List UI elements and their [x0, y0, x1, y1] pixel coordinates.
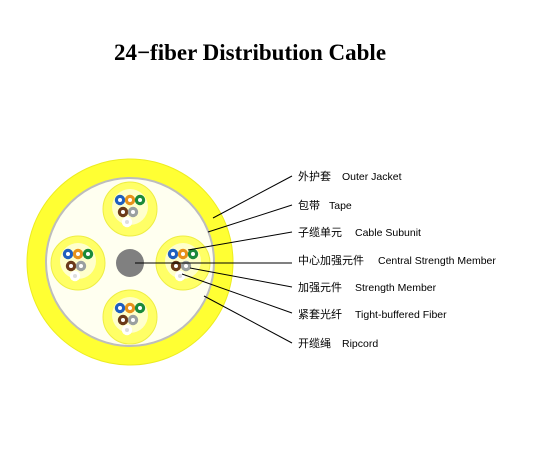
leader-line-tape: [207, 204, 293, 233]
label-en-outer-jacket: Outer Jacket: [342, 171, 402, 183]
label-cn-outer-jacket: 外护套: [298, 169, 331, 183]
fiber-core: [118, 306, 122, 310]
fiber-core: [86, 252, 90, 256]
fiber-core: [181, 252, 185, 256]
label-cn-ripcord: 开缆绳: [298, 336, 331, 350]
label-group-outer-jacket: 外护套 Outer Jacket: [298, 169, 402, 183]
fiber-core: [191, 252, 195, 256]
leader-line-ripcord: [203, 295, 293, 344]
fiber-core: [121, 318, 125, 322]
label-cn-tight-buffered-fiber: 紧套光纤: [298, 307, 342, 321]
label-en-strength-member: Strength Member: [355, 282, 437, 294]
fiber-core: [171, 252, 175, 256]
leader-line-outer-jacket: [212, 175, 293, 219]
leader-line-tight-buffered-fiber: [181, 273, 293, 314]
fiber-core: [76, 252, 80, 256]
fiber-core: [121, 210, 125, 214]
fiber-core: [174, 264, 178, 268]
fiber-core: [184, 264, 188, 268]
fiber-core: [66, 252, 70, 256]
label-en-ripcord: Ripcord: [342, 338, 378, 350]
label-cn-cable-subunit: 子缆单元: [298, 226, 342, 239]
fiber-core: [73, 274, 77, 278]
fiber-core: [178, 274, 182, 278]
leader-lines: [135, 175, 293, 344]
leader-line-cable-subunit: [187, 231, 293, 251]
fiber-core: [128, 306, 132, 310]
fiber-core: [128, 198, 132, 202]
diagram-title: 24−fiber Distribution Cable: [113, 40, 387, 65]
fiber-core: [138, 198, 142, 202]
label-cn-strength-member: 加强元件: [298, 281, 342, 294]
label-group-tape: 包带 Tape: [298, 199, 352, 212]
central-strength-member: [116, 249, 144, 277]
label-cn-tape: 包带: [298, 199, 320, 212]
label-en-tape: Tape: [329, 200, 352, 212]
label-group-strength-member: 加强元件 Strength Member: [298, 281, 437, 294]
label-en-tight-buffered-fiber: Tight-buffered Fiber: [355, 309, 447, 321]
fiber-core: [125, 220, 129, 224]
label-cn-central-strength-member: 中心加强元件: [298, 254, 364, 267]
fiber-core: [79, 264, 83, 268]
label-group-cable-subunit: 子缆单元 Cable Subunit: [298, 226, 421, 239]
label-group-ripcord: 开缆绳 Ripcord: [298, 336, 378, 350]
fiber-core: [125, 328, 129, 332]
leader-line-strength-member: [189, 267, 293, 288]
label-group-tight-buffered-fiber: 紧套光纤 Tight-buffered Fiber: [298, 307, 447, 321]
label-en-cable-subunit: Cable Subunit: [355, 227, 421, 239]
label-en-central-strength-member: Central Strength Member: [378, 255, 496, 267]
fiber-core: [131, 210, 135, 214]
label-group-central-strength-member: 中心加强元件 Central Strength Member: [298, 254, 496, 267]
fiber-core: [69, 264, 73, 268]
fiber-core: [138, 306, 142, 310]
fiber-core: [131, 318, 135, 322]
fiber-core: [118, 198, 122, 202]
